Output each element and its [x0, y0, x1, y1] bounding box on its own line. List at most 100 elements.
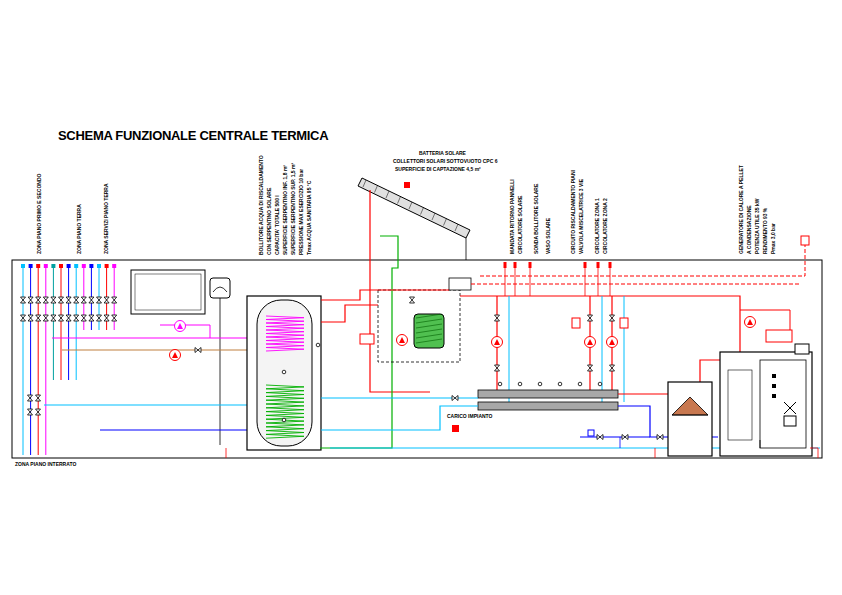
vertical-note: Pmax 3,0 bar — [770, 222, 776, 255]
pipe-line — [44, 404, 258, 405]
pipe-line — [585, 268, 586, 296]
pipe-line — [76, 266, 77, 380]
boiler-port — [772, 384, 776, 388]
valve-symbol — [74, 315, 79, 321]
connection-marker — [36, 264, 40, 268]
plant-frame — [12, 260, 822, 458]
pipe-line — [580, 436, 650, 437]
probe-symbol — [578, 382, 582, 386]
pipe-line — [61, 266, 62, 380]
vertical-note: VASO SOLARE — [545, 217, 551, 255]
boiler-hatch — [728, 370, 752, 440]
supply-manifold — [478, 390, 618, 398]
pipe-line — [52, 337, 258, 338]
pipe-line — [30, 266, 31, 455]
connection-marker — [584, 262, 587, 268]
valve-symbol — [59, 315, 64, 321]
pipe-line — [386, 191, 389, 198]
vertical-note: GENERATORE DI CALORE A PELLET — [738, 164, 744, 255]
expansion-vessel — [210, 278, 230, 298]
vertical-note: RENDIMENTO 93 % — [762, 207, 768, 255]
valve-symbol — [588, 315, 593, 321]
pipe-line — [266, 427, 304, 431]
connection-marker — [89, 264, 93, 268]
vertical-note: CON SERPENTINO SOLARE — [266, 187, 272, 256]
pump-symbol — [170, 350, 181, 361]
probe-symbol — [282, 418, 286, 422]
vertical-note: SUPERFICIE SERPENTINO INF. 1,8 m² — [282, 164, 288, 256]
pipe-line — [62, 349, 258, 350]
pump-symbol — [175, 321, 186, 332]
valve-symbol — [21, 297, 26, 303]
pipe-line — [266, 341, 304, 345]
pump-symbol — [745, 317, 756, 328]
pipe-line — [266, 408, 304, 412]
connection-marker — [609, 262, 612, 268]
sheet-title: SCHEMA FUNZIONALE CENTRALE TERMICA — [58, 128, 328, 143]
note-label: SUPERFICIE DI CAPTAZIONE 4,5 m² — [394, 166, 482, 172]
pipe-line — [220, 298, 221, 445]
pipe-line — [416, 324, 442, 328]
control-panel — [131, 270, 205, 314]
vertical-note: CAPACITA' TOTALE 500 l — [274, 194, 280, 256]
valve-symbol — [81, 315, 86, 321]
vertical-note: ZONA PIANO PRIMO E SECONDO — [36, 173, 42, 255]
tank-body — [257, 300, 312, 446]
tank-casing — [247, 296, 321, 450]
pipe-line — [598, 268, 599, 296]
note-label: CARICO IMPIANTO — [446, 413, 493, 419]
pipe-line — [471, 284, 800, 285]
connection-marker — [67, 264, 71, 268]
valve-symbol — [410, 297, 415, 303]
valve-symbol — [610, 315, 615, 321]
pipe-line — [68, 266, 69, 380]
connection-marker — [529, 262, 532, 268]
pipe-line — [266, 330, 304, 334]
valve-symbol — [36, 315, 41, 321]
valve-symbol — [104, 315, 109, 321]
controller-box — [449, 278, 471, 290]
valve-symbol — [43, 297, 48, 303]
pipe-line — [320, 236, 398, 448]
solar-collector — [358, 178, 470, 238]
controller-box — [360, 334, 374, 344]
vertical-note: A CONDENSAZIONE — [746, 204, 752, 255]
pipe-line — [266, 434, 304, 438]
return-manifold — [478, 402, 618, 410]
valve-symbol — [89, 297, 94, 303]
pipe-line — [672, 415, 708, 416]
boiler-control — [766, 330, 792, 342]
pipe-line — [432, 213, 435, 220]
pipe-line — [100, 429, 250, 430]
pipe-line — [266, 385, 304, 389]
control-panel — [135, 274, 201, 310]
pump-symbol — [585, 337, 596, 348]
probe-symbol — [518, 382, 522, 386]
valve-symbol — [28, 395, 33, 401]
boiler-control — [795, 344, 809, 354]
connection-marker — [504, 262, 507, 268]
probe-symbol — [538, 382, 542, 386]
valve-symbol — [112, 315, 117, 321]
vertical-note: CIRCOLATORE ZONA 1 — [594, 197, 600, 255]
valve-symbol — [51, 297, 56, 303]
vertical-note: VALVOLA MISCELATRICE 3 VIE — [578, 178, 584, 255]
vertical-note: MANDATA RITORNO PANNELLI — [509, 178, 515, 255]
expansion-vessel — [213, 287, 227, 292]
note-label: BATTERIA SOLARE — [418, 150, 467, 156]
burner-fan — [784, 402, 796, 414]
valve-symbol — [657, 435, 663, 440]
pipe-line — [610, 268, 611, 296]
probe-symbol — [598, 382, 602, 386]
pipe-line — [45, 266, 46, 455]
pipe-line — [266, 348, 304, 352]
vertical-note: BOLLITORE ACQUA DI RISCALDAMENTO — [258, 154, 264, 256]
vertical-note: ZONA SERVIZI PIANO TERRA — [103, 182, 109, 255]
probe-symbol — [558, 382, 562, 386]
boiler-port — [772, 374, 776, 378]
pump-symbol — [587, 339, 593, 345]
pipe-line — [266, 316, 304, 320]
